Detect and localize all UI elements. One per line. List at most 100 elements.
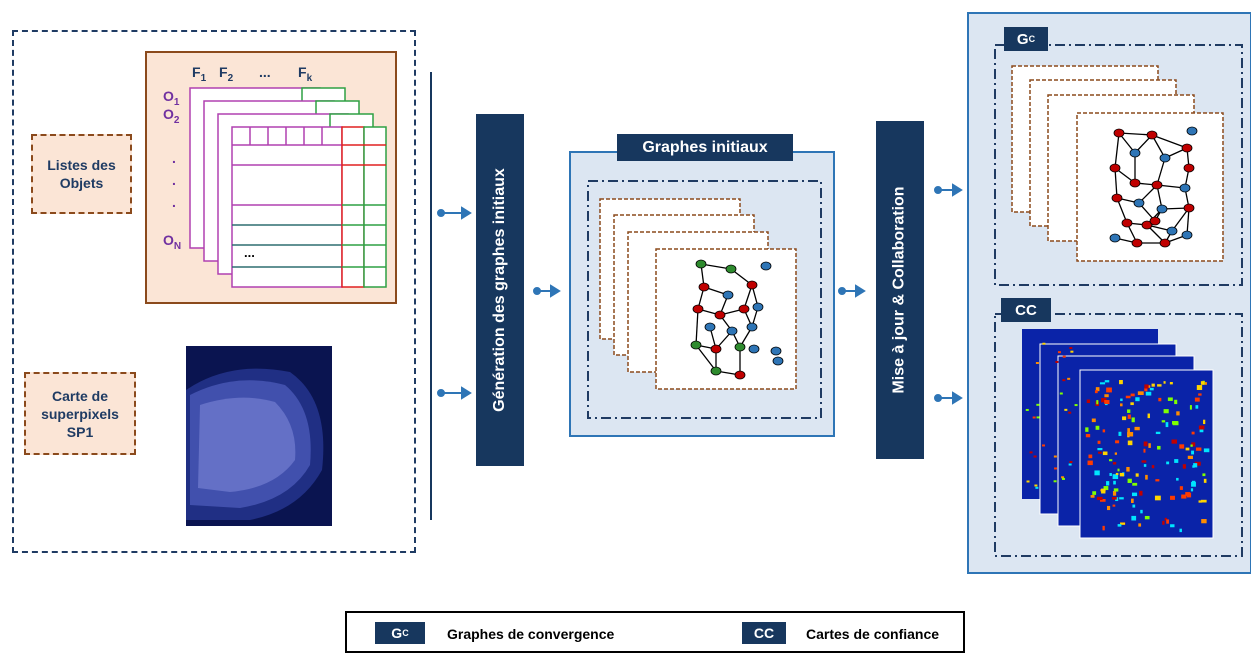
confidence-speckle <box>1067 377 1071 380</box>
confidence-speckle <box>1135 397 1140 402</box>
initial-graph-node <box>714 310 726 320</box>
confidence-speckle <box>1109 473 1112 476</box>
convergence-graph-node <box>1159 153 1171 163</box>
confidence-speckle <box>1170 524 1175 528</box>
stacked-tables <box>189 87 387 288</box>
confidence-speckle <box>1035 362 1039 365</box>
confidence-speckle <box>1144 515 1150 520</box>
confidence-speckle <box>1029 451 1033 454</box>
legend-cc-tag: CC <box>742 622 786 644</box>
confidence-speckle <box>1064 408 1068 411</box>
graph-edge <box>1171 207 1190 232</box>
convergence-graph-node <box>1129 148 1141 158</box>
graph-edge <box>1186 207 1190 236</box>
confidence-speckle <box>1196 385 1203 390</box>
initial-graph-node <box>690 340 702 350</box>
confidence-speckle <box>1112 490 1117 496</box>
confidence-speckle <box>1155 479 1160 482</box>
confidence-speckle <box>1091 418 1096 423</box>
confidence-speckle <box>1096 400 1099 405</box>
graph-edge <box>1114 167 1118 199</box>
confidence-speckle <box>1145 474 1148 480</box>
confidence-speckle <box>1132 504 1136 508</box>
confidence-speckle <box>1026 480 1030 483</box>
confidence-speckle <box>1151 383 1155 387</box>
convergence-graph-node <box>1166 226 1178 236</box>
arrow-6 <box>934 391 963 405</box>
confidence-speckle <box>1061 477 1065 480</box>
gc-graph-stack <box>1011 65 1224 262</box>
initial-graph-node <box>722 290 734 300</box>
confidence-speckle <box>1174 399 1178 405</box>
initial-graph-node <box>748 344 760 354</box>
confidence-speckle <box>1131 515 1137 521</box>
cc-tag: CC <box>1001 298 1051 322</box>
confidence-speckle <box>1053 455 1057 458</box>
confidence-speckle <box>1097 448 1103 451</box>
confidence-speckle <box>1098 451 1102 454</box>
confidence-speckle <box>1119 380 1123 385</box>
initial-graph-node <box>770 346 782 356</box>
initial-graph-node <box>704 322 716 332</box>
cc-frame <box>994 313 1243 557</box>
confidence-speckle <box>1127 414 1131 419</box>
confidence-speckle <box>1032 416 1036 419</box>
confidence-speckle <box>1161 420 1166 423</box>
confidence-speckle <box>1176 477 1179 481</box>
confidence-speckle <box>1101 488 1106 494</box>
confidence-speckle <box>1127 440 1133 446</box>
object-row-dots-1: . <box>172 150 176 166</box>
object-row-n: ON <box>163 232 182 252</box>
confidence-speckle <box>1054 467 1058 470</box>
confidence-speckle <box>1062 379 1066 382</box>
initial-graph-node <box>726 326 738 336</box>
confidence-speckle <box>1203 478 1207 483</box>
confidence-speckle <box>1034 484 1038 487</box>
confidence-speckle <box>1111 497 1117 500</box>
confidence-speckle <box>1140 509 1143 514</box>
confidence-speckle <box>1120 398 1123 402</box>
legend-box <box>345 611 965 653</box>
confidence-speckle <box>1069 347 1073 350</box>
confidence-speckle <box>1130 402 1134 406</box>
generation-step: Génération des graphes initiaux <box>476 114 524 466</box>
confidence-speckle <box>1106 505 1111 511</box>
confidence-speckle <box>1191 450 1195 455</box>
graph-edge <box>1118 132 1153 136</box>
confidence-speckle <box>1099 382 1106 385</box>
convergence-graph-node <box>1131 238 1143 248</box>
confidence-speckle <box>1179 528 1182 533</box>
confidence-speckle <box>1109 459 1113 462</box>
confidence-speckle <box>1094 470 1100 476</box>
confidence-speckle <box>1170 495 1175 500</box>
confidence-speckle <box>1185 447 1190 451</box>
superpixel-note: Carte de superpixels SP1 <box>24 372 136 455</box>
confidence-speckle <box>1199 428 1204 433</box>
convergence-graph-node <box>1129 178 1141 188</box>
initial-graph-node <box>710 344 722 354</box>
confidence-speckle <box>1112 474 1119 480</box>
confidence-speckle <box>1201 519 1207 524</box>
objects-list-label: Listes des Objets <box>47 157 116 191</box>
legend-gc-text: Graphes de convergence <box>447 626 615 642</box>
confidence-speckle <box>1154 495 1161 501</box>
confidence-speckle <box>1165 422 1169 428</box>
convergence-graph-node <box>1183 163 1195 173</box>
confidence-speckle <box>1074 404 1078 407</box>
confidence-speckle <box>1062 355 1066 358</box>
object-row-1: O1 <box>163 88 180 108</box>
confidence-speckle <box>1169 382 1173 385</box>
convergence-graph-node <box>1146 130 1158 140</box>
confidence-speckle <box>1115 472 1119 476</box>
confidence-speckle <box>1144 387 1148 392</box>
initial-graph-node <box>772 356 784 366</box>
confidence-speckle <box>1190 444 1193 447</box>
confidence-speckle <box>1100 498 1106 502</box>
convergence-graph-node <box>1141 220 1153 230</box>
confidence-speckle <box>1189 405 1192 410</box>
confidence-speckle <box>1145 391 1152 396</box>
confidence-speckle <box>1127 428 1130 433</box>
confidence-speckle <box>1143 448 1146 453</box>
